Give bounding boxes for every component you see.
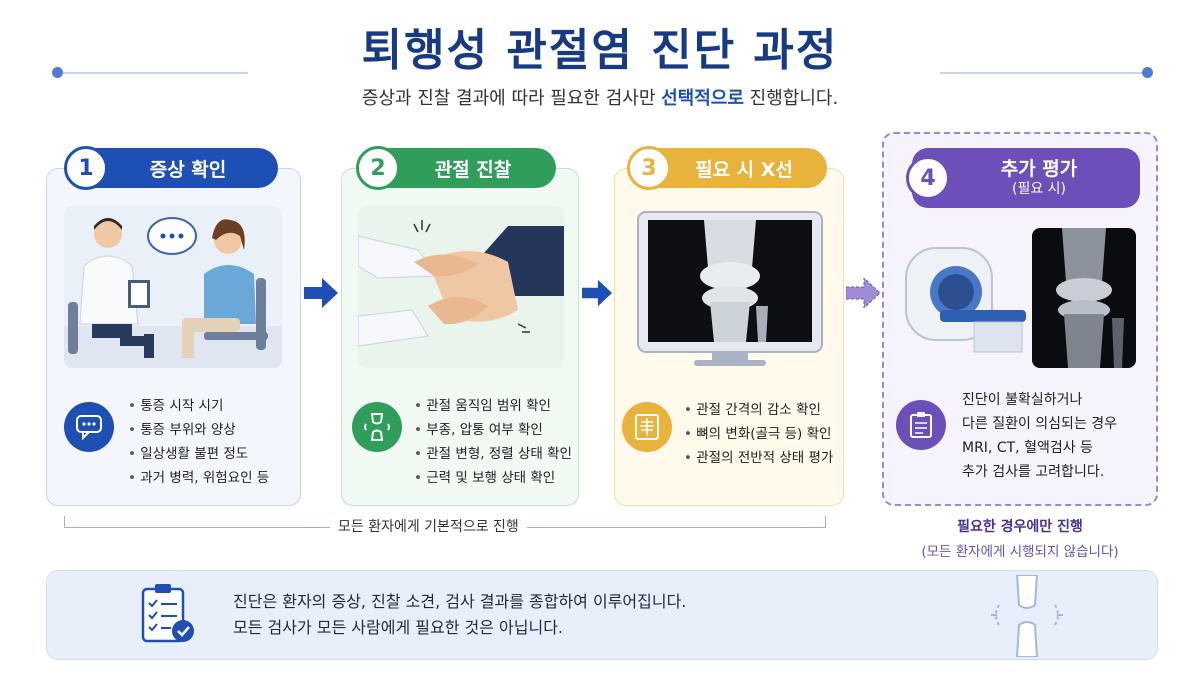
step-1-bullets: 통증 시작 시기 통증 부위와 양상 일상생활 불편 정도 과거 병력, 위험요… [128,394,269,490]
step-3-label: 필요 시 X선 [695,158,793,181]
list-item: 관절 변형, 정렬 상태 확인 [414,442,572,466]
step-3-number: 3 [627,146,671,190]
step-2-number: 2 [356,146,400,190]
list-item: 뼈의 변화(골극 등) 확인 [684,422,833,446]
title-divider-dot-left [52,67,63,78]
optional-note: (모든 환자에게 시행되지 않습니다) [921,544,1119,560]
list-item: 관절 간격의 감소 확인 [684,398,833,422]
speech-bubble-icon [64,402,114,452]
description-line: 추가 검사를 고려합니다. [962,464,1105,480]
step-4-label: 추가 평가 [1000,158,1078,181]
step-3-header: 3 필요 시 X선 [627,146,827,190]
list-item: 과거 병력, 위험요인 등 [128,466,269,490]
step-2-bullets: 관절 움직임 범위 확인 부종, 압통 여부 확인 관절 변형, 정렬 상태 확… [414,394,572,490]
knee-exam-illustration [358,206,564,368]
list-item: 관절 움직임 범위 확인 [414,394,572,418]
step-1-number: 1 [64,146,108,190]
page-title: 퇴행성 관절염 진단 과정 [361,25,839,76]
step-4-description: 진단이 불확실하거나 다른 질환이 의심되는 경우 MRI, CT, 혈액검사 … [962,388,1117,484]
dashed-arrow-right-icon [845,276,881,312]
doctor-patient-illustration [64,206,282,368]
subtitle-text: 증상과 진찰 결과에 따라 필요한 검사만 [361,88,662,109]
mri-machine-illustration [900,228,1030,368]
footer-line-1: 진단은 환자의 증상, 진찰 소견, 검사 결과를 종합하여 이루어집니다. [233,592,687,611]
xray-monitor-illustration [632,210,828,368]
description-line: 다른 질환이 의심되는 경우 [962,416,1118,432]
step-1-label: 증상 확인 [149,158,227,181]
step-4-sublabel: (필요 시) [1011,181,1066,197]
footer-line-2: 모든 검사가 모든 사람에게 필요한 것은 아닙니다. [233,618,564,637]
knee-joint-icon [352,402,402,452]
optional-label: 필요한 경우에만 진행 [957,519,1083,535]
list-item: 근력 및 보행 상태 확인 [414,466,572,490]
summary-footer: 진단은 환자의 증상, 진찰 소견, 검사 결과를 종합하여 이루어집니다. 모… [46,570,1158,660]
step-4-header: 4 추가 평가 (필요 시) [906,148,1140,208]
list-item: 관절의 전반적 상태 평가 [684,446,833,470]
title-divider-dot-right [1142,67,1153,78]
arrow-right-icon [582,278,612,312]
knee-bone-icon [987,574,1067,661]
step-2-header: 2 관절 진찰 [356,146,556,190]
description-line: MRI, CT, 혈액검사 등 [962,440,1093,456]
subtitle-text-end: 진행합니다. [743,88,839,109]
subtitle-highlight: 선택적으로 [661,88,744,109]
xray-film-icon [622,402,672,452]
title-divider-left [58,72,248,74]
list-item: 통증 부위와 양상 [128,418,269,442]
clipboard-icon [896,400,946,450]
title-divider-right [940,72,1145,74]
knee-mri-scan-image [1032,228,1136,368]
step-4-number: 4 [906,156,950,200]
page-subtitle: 증상과 진찰 결과에 따라 필요한 검사만 선택적으로 진행합니다. [0,84,1200,110]
step-2-label: 관절 진찰 [434,158,512,181]
list-item: 부종, 압통 여부 확인 [414,418,572,442]
step-1-header: 1 증상 확인 [64,146,278,190]
bracket-label: 모든 환자에게 기본적으로 진행 [330,516,527,536]
checklist-icon [137,581,199,651]
step-3-bullets: 관절 간격의 감소 확인 뼈의 변화(골극 등) 확인 관절의 전반적 상태 평… [684,398,833,470]
list-item: 일상생활 불편 정도 [128,442,269,466]
description-line: 진단이 불확실하거나 [962,392,1083,408]
list-item: 통증 시작 시기 [128,394,269,418]
arrow-right-icon [304,278,338,312]
